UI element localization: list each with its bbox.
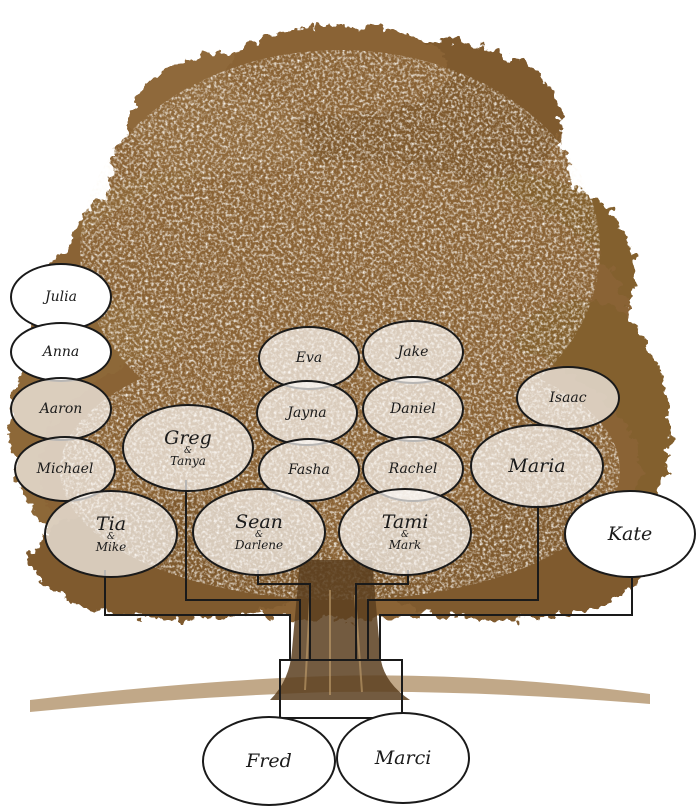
person-name: Fasha (288, 462, 330, 478)
ampersand: & (183, 446, 192, 457)
spouse-name: Tanya (170, 453, 206, 468)
person-node-eva[interactable]: Eva (258, 326, 360, 390)
person-name: Julia (45, 289, 77, 305)
ampersand: & (400, 530, 409, 541)
person-node-aaron[interactable]: Aaron (10, 377, 112, 441)
person-node-maria[interactable]: Maria (470, 424, 604, 508)
spouse-name: Mark (388, 537, 422, 552)
person-name: Isaac (549, 390, 587, 406)
ampersand: & (106, 532, 115, 543)
ampersand: & (254, 530, 263, 541)
person-name: Marci (374, 746, 432, 769)
person-node-isaac[interactable]: Isaac (516, 366, 620, 430)
person-node-marci[interactable]: Marci (336, 712, 470, 804)
person-node-fred[interactable]: Fred (202, 716, 336, 806)
person-name: Greg (164, 427, 212, 450)
person-name: Sean (235, 511, 283, 534)
person-node-kate[interactable]: Kate (564, 490, 696, 578)
person-name: Tia (95, 513, 127, 536)
person-name: Maria (508, 454, 566, 477)
couple-node-tami-mark[interactable]: Tami & Mark (338, 488, 472, 576)
person-name: Eva (295, 350, 323, 366)
couple-node-tia-mike[interactable]: Tia & Mike (44, 490, 178, 578)
spouse-name: Mike (95, 539, 127, 554)
ground (30, 675, 650, 712)
person-name: Kate (607, 522, 653, 545)
person-node-julia[interactable]: Julia (10, 263, 112, 331)
person-name: Aaron (39, 401, 83, 417)
couple-node-sean-darlene[interactable]: Sean & Darlene (192, 488, 326, 576)
person-node-jayna[interactable]: Jayna (256, 380, 358, 446)
person-name: Jake (397, 344, 429, 360)
person-name: Tami (381, 511, 429, 534)
person-node-jake[interactable]: Jake (362, 320, 464, 384)
person-name: Fred (246, 749, 292, 772)
person-name: Rachel (388, 461, 438, 477)
tree-trunk (270, 560, 410, 700)
spouse-name: Darlene (234, 537, 284, 552)
person-name: Anna (42, 344, 80, 360)
person-node-anna[interactable]: Anna (10, 322, 112, 382)
person-name: Daniel (390, 401, 436, 417)
couple-node-greg-tanya[interactable]: Greg & Tanya (122, 404, 254, 492)
person-node-daniel[interactable]: Daniel (362, 376, 464, 442)
tree-connectors (104, 480, 633, 719)
person-name: Jayna (287, 405, 327, 421)
person-name: Michael (36, 461, 94, 477)
